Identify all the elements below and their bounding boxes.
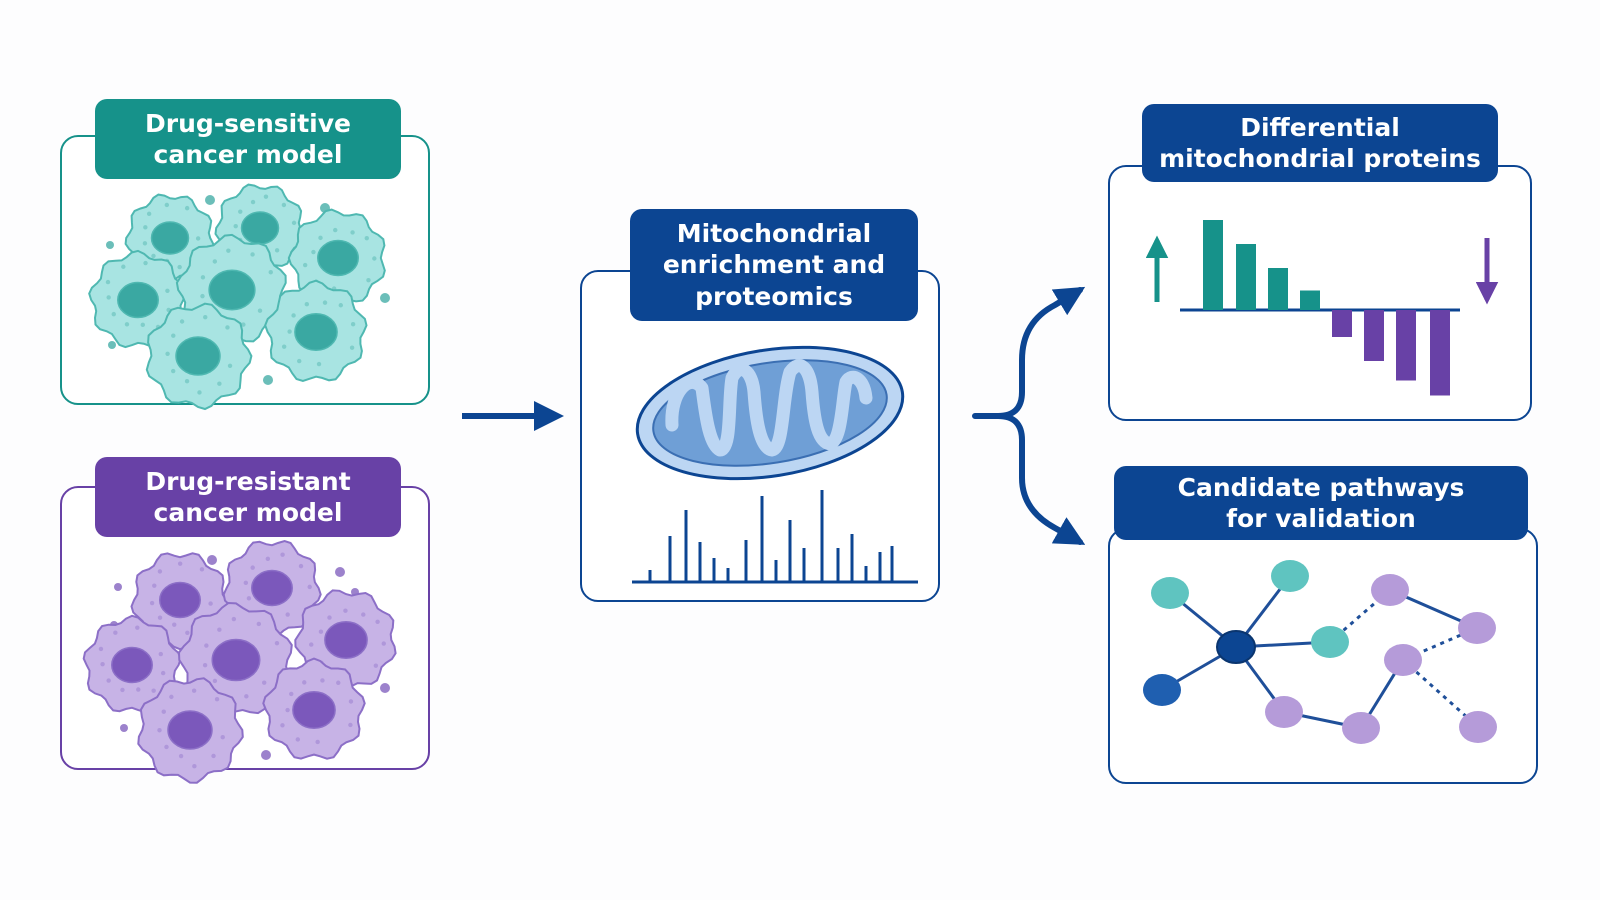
- cell: [88, 249, 188, 349]
- up-bar: [1300, 290, 1320, 310]
- cell: [264, 279, 368, 382]
- mass-spectrum-icon: [632, 490, 918, 584]
- down-bar: [1396, 310, 1416, 381]
- down-bar: [1430, 310, 1450, 396]
- sensitive-model-label: Drug-sensitive cancer model: [95, 99, 401, 179]
- up-bar: [1268, 268, 1288, 310]
- cell: [145, 302, 253, 411]
- up-bar: [1203, 220, 1223, 310]
- network-node: [1311, 626, 1349, 658]
- differential-proteins-label: Differential mitochondrial proteins: [1142, 104, 1498, 182]
- up-bar: [1236, 244, 1256, 310]
- cell: [137, 677, 244, 784]
- network-node: [1384, 644, 1422, 676]
- cell: [262, 657, 366, 760]
- network-node: [1216, 630, 1256, 664]
- network-node: [1151, 577, 1189, 609]
- network-node: [1371, 574, 1409, 606]
- protein-network-icon: [1143, 560, 1497, 744]
- down-bar: [1364, 310, 1384, 361]
- resistant-model-label: Drug-resistant cancer model: [95, 457, 401, 537]
- network-node: [1271, 560, 1309, 592]
- branch-arrow-icon: [972, 286, 1086, 545]
- network-node: [1265, 696, 1303, 728]
- differential-bar-chart: [1180, 220, 1460, 396]
- cell: [82, 614, 182, 714]
- cell-cluster-icon: [82, 539, 397, 784]
- down-bar: [1332, 310, 1352, 337]
- pathways-label: Candidate pathways for validation: [1114, 466, 1528, 540]
- network-node: [1459, 711, 1497, 743]
- network-node: [1342, 712, 1380, 744]
- mitochondrion-icon: [635, 345, 905, 481]
- network-node: [1143, 674, 1181, 706]
- cell-cluster-icon: [88, 183, 390, 411]
- proteomics-label: Mitochondrial enrichment and proteomics: [630, 209, 918, 321]
- network-node: [1458, 612, 1496, 644]
